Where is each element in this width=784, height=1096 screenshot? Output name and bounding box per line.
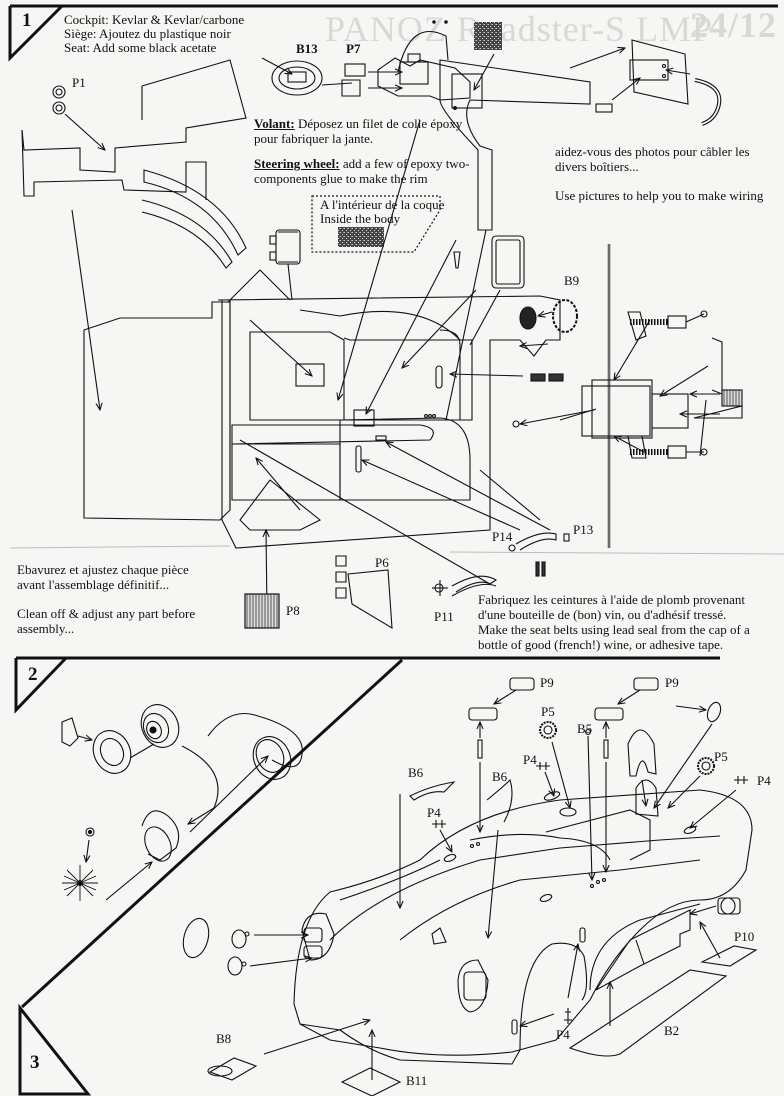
wiring-note-fr-2: divers boîtiers... bbox=[555, 159, 639, 174]
seatbelt-note-3: Make the seat belts using lead seal from… bbox=[478, 622, 750, 637]
label-b2: B2 bbox=[664, 1023, 680, 1038]
label-p9-left: P9 bbox=[540, 675, 554, 690]
label-p5-left: P5 bbox=[541, 704, 555, 719]
volant-note-line2: pour fabriquer la jante. bbox=[254, 131, 374, 146]
steering-note-line2: components glue to make the rim bbox=[254, 171, 428, 186]
step1-frame bbox=[8, 4, 778, 62]
label-p9-right: P9 bbox=[665, 675, 679, 690]
label-b8: B8 bbox=[216, 1031, 232, 1046]
label-p4-top: P4 bbox=[523, 752, 537, 767]
inside-body-en: Inside the body bbox=[320, 211, 401, 226]
volant-text-1: Déposez un filet de colle époxy bbox=[294, 116, 463, 131]
label-p7: P7 bbox=[346, 41, 361, 56]
wheel-assembly bbox=[61, 704, 303, 901]
label-p4-left: P4 bbox=[427, 805, 441, 820]
cockpit-tub-panels bbox=[21, 59, 247, 521]
step1-lower-parts bbox=[244, 530, 570, 630]
cleanoff-note-fr-1: Ebavurez et ajustez chaque pièce bbox=[17, 562, 189, 577]
wiring-note-en: Use pictures to help you to make wiring bbox=[555, 188, 764, 203]
label-p10: P10 bbox=[734, 929, 755, 944]
inside-body-photo bbox=[338, 227, 384, 247]
volant-note-line1: Volant: Déposez un filet de colle époxy bbox=[254, 116, 462, 131]
ghost-header-title: PANOZ Roadster-S LMP bbox=[325, 9, 713, 49]
label-p5-right: P5 bbox=[714, 749, 728, 764]
step-2-number: 2 bbox=[28, 664, 38, 685]
inside-body-fr: A l'intérieur de la coque bbox=[320, 197, 445, 212]
brake-disc bbox=[62, 865, 98, 901]
small-parts bbox=[269, 229, 578, 346]
label-p6: P6 bbox=[375, 555, 389, 570]
step2-frame bbox=[14, 656, 720, 1009]
divider-lines bbox=[9, 545, 784, 555]
label-b11: B11 bbox=[406, 1073, 428, 1088]
wiring-note-fr-1: aidez-vous des photos pour câbler les bbox=[555, 144, 750, 159]
cockpit-material-note: Cockpit: Kevlar & Kevlar/carbone bbox=[64, 12, 245, 27]
seatbelt-note-4: bottle of good (french!) wine, or adhesi… bbox=[478, 637, 724, 652]
step-3-number: 3 bbox=[30, 1052, 40, 1073]
seatbelt-note-1: Fabriquez les ceintures à l'aide de plom… bbox=[478, 592, 745, 607]
steering-wheel-assembly bbox=[261, 20, 722, 421]
car-body bbox=[293, 729, 753, 1065]
ghost-page-number: 24/12 bbox=[690, 5, 778, 45]
label-p4-right: P4 bbox=[757, 773, 771, 788]
seat-note-fr: Siège: Ajoutez du plastique noir bbox=[64, 26, 231, 41]
label-b6-left: B6 bbox=[408, 765, 424, 780]
cleanoff-note-fr-2: avant l'assemblage définitif... bbox=[17, 577, 170, 592]
label-p4-bottom: P4 bbox=[556, 1027, 570, 1042]
label-p13: P13 bbox=[573, 522, 594, 537]
label-p1: P1 bbox=[72, 75, 86, 90]
label-b5: B5 bbox=[577, 721, 593, 736]
body-parts bbox=[182, 677, 758, 1096]
volant-label: Volant: bbox=[254, 116, 295, 131]
gearbox-suspension bbox=[559, 244, 743, 548]
steering-label: Steering wheel: bbox=[254, 156, 340, 171]
label-p8: P8 bbox=[286, 603, 300, 618]
steering-note-line1: Steering wheel: add a few of epoxy two- bbox=[254, 156, 470, 171]
label-b13: B13 bbox=[296, 41, 318, 56]
seat-note-en: Seat: Add some black acetate bbox=[64, 40, 217, 55]
cleanoff-note-en-2: assembly... bbox=[17, 621, 75, 636]
steering-text-1: add a few of epoxy two- bbox=[339, 156, 470, 171]
label-p11: P11 bbox=[434, 609, 454, 624]
label-b6-right: B6 bbox=[492, 769, 508, 784]
label-p14: P14 bbox=[492, 529, 513, 544]
cleanoff-note-en-1: Clean off & adjust any part before bbox=[17, 606, 196, 621]
cockpit-tub bbox=[217, 119, 595, 585]
seatbelt-note-2: d'une bouteille de (bon) vin, ou d'adhés… bbox=[478, 607, 727, 622]
label-b9: B9 bbox=[564, 273, 580, 288]
step3-frame bbox=[18, 1003, 92, 1096]
step-1-number: 1 bbox=[22, 10, 32, 31]
